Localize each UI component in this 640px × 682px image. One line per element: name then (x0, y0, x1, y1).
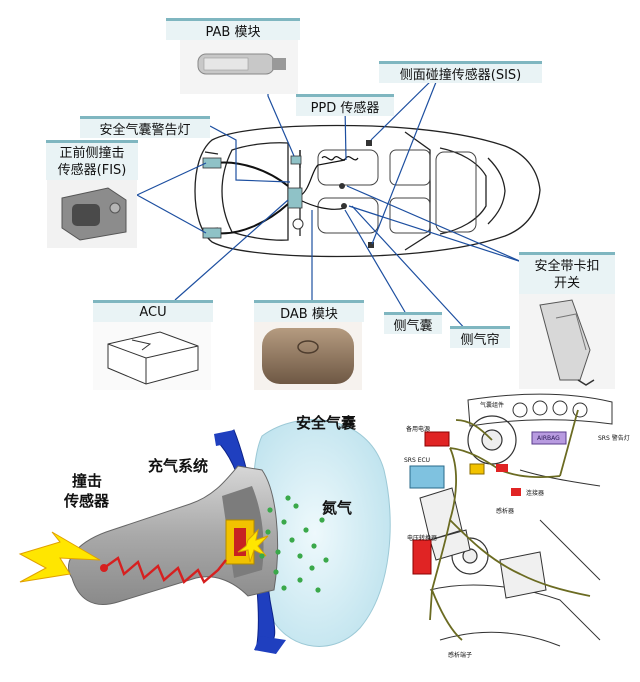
nitrogen-dot (281, 585, 287, 591)
dab-module-label: DAB 模块 (254, 300, 364, 322)
nitrogen-dot (303, 527, 309, 533)
fis-sensor-label: 正前侧撞击 传感器(FIS) (46, 140, 138, 180)
wiring-airbag-badge-label: AIRBAG (537, 435, 560, 442)
nitrogen-dot (273, 569, 279, 575)
dab-module-image (254, 322, 362, 390)
side-curtain-label: 侧气帘 (450, 326, 510, 348)
wiring-srs-ecu-label: SRS ECU (404, 457, 431, 464)
nitrogen-dot (319, 517, 325, 523)
wiring-srs-warning-label: SRS 警告灯 (598, 435, 630, 442)
nitrogen-dot (309, 565, 315, 571)
nitrogen-label: 氮气 (322, 499, 353, 517)
wiring-terminal-label: 感析端子 (448, 652, 473, 659)
car-components (202, 140, 374, 248)
zigzag-wire (103, 556, 227, 584)
airbag-warning-light-label: 安全气囊警告灯 (80, 116, 210, 138)
nitrogen-dot (267, 507, 273, 513)
fis-sensor-image (47, 180, 137, 248)
seatbelt-buckle-label: 安全带卡扣 开关 (519, 252, 615, 294)
spark (237, 528, 269, 563)
car-seats (317, 149, 477, 234)
wiring-backup-power-label: 备用电源 (406, 426, 431, 433)
nitrogen-dot (311, 543, 317, 549)
nitrogen-dot (259, 553, 265, 559)
acu-label: ACU (93, 300, 213, 322)
crash-sensor-label-line1: 撞击 (72, 472, 103, 490)
nitrogen-dot (285, 495, 291, 501)
seatbelt-buckle-label-line1: 安全带卡扣 (534, 258, 600, 274)
crash-sensor-label-line2: 传感器 (64, 492, 110, 510)
nitrogen-dot (289, 537, 295, 543)
fis-sensor-label-line1: 正前侧撞击 (59, 145, 125, 161)
nitrogen-dot (297, 577, 303, 583)
seatbelt-buckle-image (519, 293, 615, 389)
airbag-label: 安全气囊 (296, 414, 357, 432)
wiring-airbag-assembly-label: 气囊组件 (480, 402, 505, 409)
acu-module-image (93, 322, 211, 390)
pab-module-label: PAB 模块 (166, 18, 300, 40)
inflator-label: 充气系统 (148, 457, 209, 475)
wiring-sensor-label: 感析器 (496, 508, 515, 515)
nitrogen-dot (323, 557, 329, 563)
dashboard-outline (429, 393, 613, 647)
fis-sensor-label-line2: 传感器(FIS) (57, 162, 127, 178)
nitrogen-dot (265, 529, 271, 535)
pab-module-image (180, 38, 298, 94)
ppd-sensor-label: PPD 传感器 (296, 94, 394, 116)
nitrogen-dot (315, 587, 321, 593)
side-airbag-label: 侧气囊 (384, 312, 442, 334)
wiring-connector-label: 连接器 (526, 490, 545, 497)
nitrogen-dot (275, 549, 281, 555)
crash-burst (18, 531, 108, 583)
nitrogen-dots (259, 495, 329, 593)
wiring-voltage-converter-label: 电压转换器 (407, 535, 438, 542)
nitrogen-dot (281, 519, 287, 525)
wiring-components (409, 431, 567, 575)
nitrogen-dot (293, 503, 299, 509)
seatbelt-buckle-label-line2: 开关 (553, 275, 580, 291)
sis-sensor-label: 侧面碰撞传感器(SIS) (379, 61, 542, 83)
wiring-harness (214, 150, 346, 235)
nitrogen-dot (297, 553, 303, 559)
